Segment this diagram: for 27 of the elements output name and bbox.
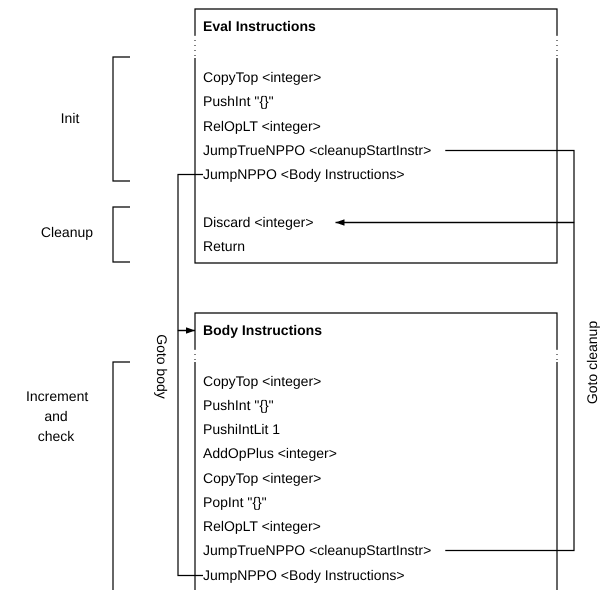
instruction-line: RelOpLT <integer> [203, 118, 321, 135]
instruction-line: PushInt "{}" [203, 397, 274, 414]
instruction-line: JumpNPPO <Body Instructions> [203, 567, 405, 584]
instruction-line: Return [203, 238, 246, 255]
edge-label: Goto body [152, 334, 170, 398]
instruction-line: PopInt "{}" [203, 494, 267, 511]
instruction-line: CopyTop <integer> [203, 470, 322, 487]
section-label: Increment and check [26, 387, 86, 446]
instruction-line: JumpNPPO <Body Instructions> [203, 166, 405, 183]
instruction-line: CopyTop <integer> [203, 373, 322, 390]
instruction-line: RelOpLT <integer> [203, 518, 321, 535]
instruction-line: JumpTrueNPPO <cleanupStartInstr> [203, 142, 446, 159]
box-heading: Body Instructions [203, 322, 322, 339]
section-label: Cleanup [40, 223, 94, 242]
instruction-line: AddOpPlus <integer> [203, 445, 337, 462]
instruction-line: JumpTrueNPPO <cleanupStartInstr> [203, 542, 446, 559]
listing-box [195, 9, 557, 263]
box-heading: Eval Instructions [203, 18, 316, 35]
arrow [177, 327, 203, 576]
listing-box [195, 313, 557, 590]
section-label: Init [60, 109, 80, 128]
edge-label: Goto cleanup [584, 320, 601, 404]
instruction-line: CopyTop <integer> [203, 69, 322, 86]
instruction-line: PushiIntLit 1 [203, 421, 280, 438]
instruction-line: Discard <integer> [203, 214, 336, 231]
arrow [336, 219, 575, 552]
instruction-line: PushInt "{}" [203, 93, 274, 110]
